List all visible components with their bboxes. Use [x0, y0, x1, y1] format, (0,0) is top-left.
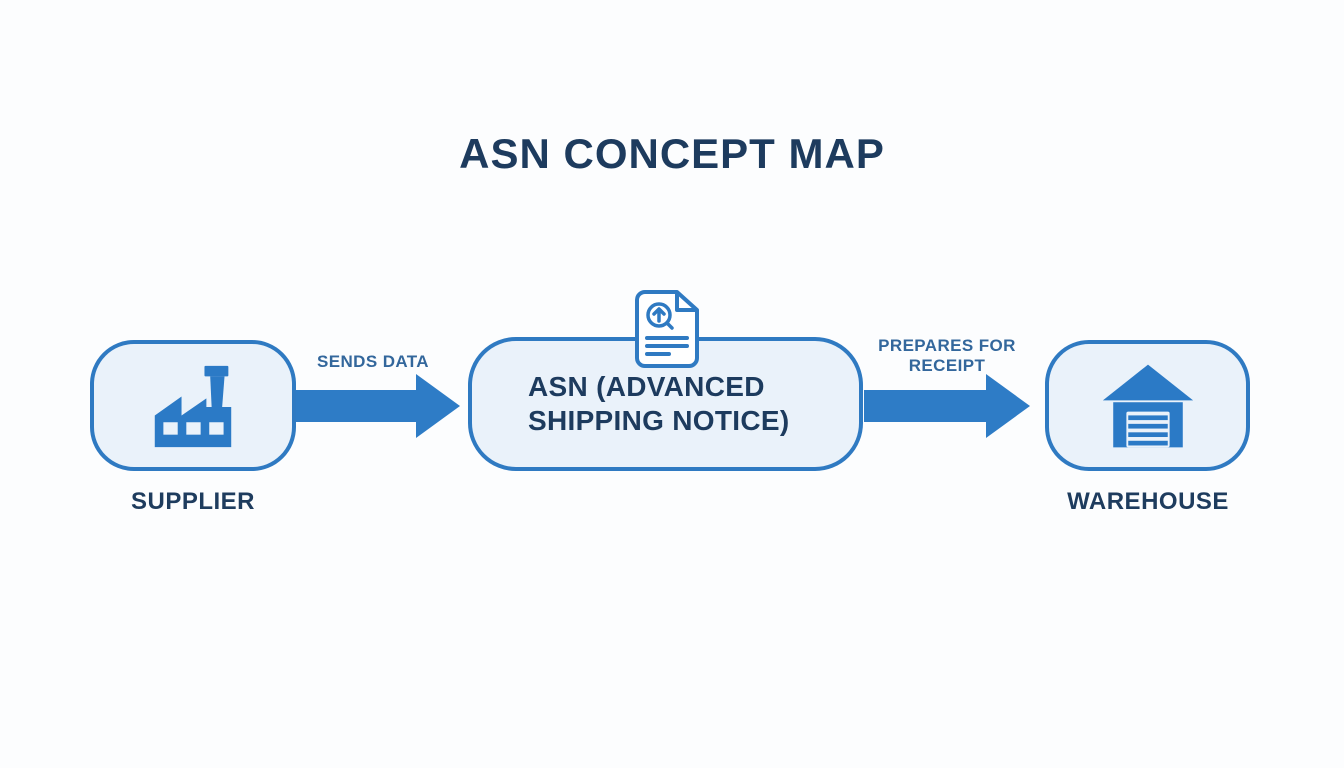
arrow-asn-to-warehouse [864, 374, 1030, 438]
factory-icon [150, 361, 236, 451]
arrow-supplier-to-asn [294, 374, 460, 438]
node-asn: ASN (ADVANCED SHIPPING NOTICE) [468, 337, 863, 471]
supplier-label: SUPPLIER [130, 488, 256, 515]
node-warehouse [1045, 340, 1250, 471]
warehouse-icon [1101, 362, 1195, 450]
edge-label-prepares-for-receipt: PREPARES FOR RECEIPT [878, 336, 1016, 375]
asn-label: ASN (ADVANCED SHIPPING NOTICE) [528, 371, 790, 436]
edge-label-sends-data: SENDS DATA [317, 352, 429, 371]
page-title: ASN CONCEPT MAP [459, 130, 885, 177]
warehouse-label: WAREHOUSE [1067, 488, 1229, 515]
document-upload-icon [635, 290, 701, 368]
node-supplier [90, 340, 296, 471]
